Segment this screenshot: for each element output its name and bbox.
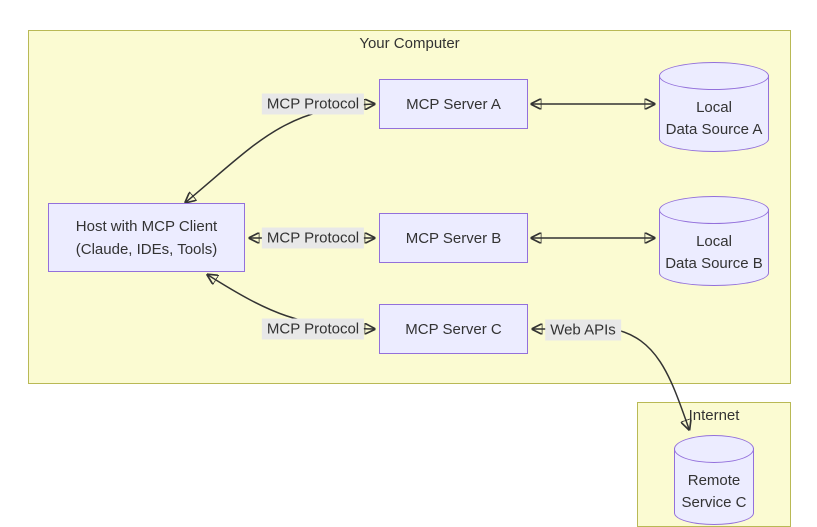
node-remote-service-c-line1: Remote — [687, 472, 741, 489]
edge-label-mcp-protocol-b: MCP Protocol — [261, 227, 365, 249]
node-mcp-server-c: MCP Server C — [379, 304, 528, 354]
node-mcp-server-b-label: MCP Server B — [405, 229, 502, 247]
edge-label-web-apis: Web APIs — [545, 319, 621, 341]
node-host-line2: (Claude, IDEs, Tools) — [75, 240, 218, 258]
node-host-line1: Host with MCP Client — [75, 217, 218, 235]
node-local-data-source-b-line2: Data Source B — [665, 255, 763, 272]
node-local-data-source-a-line1: Local — [696, 99, 732, 116]
node-host: Host with MCP Client (Claude, IDEs, Tool… — [48, 203, 245, 272]
node-mcp-server-a: MCP Server A — [379, 79, 528, 129]
edge-label-mcp-protocol-a: MCP Protocol — [261, 93, 365, 115]
node-local-data-source-b-line1: Local — [696, 233, 732, 250]
node-mcp-server-b: MCP Server B — [379, 213, 528, 263]
node-local-data-source-a-line2: Data Source A — [665, 121, 763, 138]
node-remote-service-c: Remote Service C — [673, 435, 754, 525]
node-local-data-source-b: Local Data Source B — [658, 196, 769, 286]
internet-title: Internet — [688, 407, 740, 424]
node-remote-service-c-line2: Service C — [681, 494, 747, 511]
edge-label-mcp-protocol-c: MCP Protocol — [261, 318, 365, 340]
your-computer-title: Your Computer — [359, 35, 460, 52]
node-mcp-server-c-label: MCP Server C — [405, 320, 502, 338]
node-local-data-source-a: Local Data Source A — [658, 62, 769, 152]
node-mcp-server-a-label: MCP Server A — [406, 95, 501, 113]
